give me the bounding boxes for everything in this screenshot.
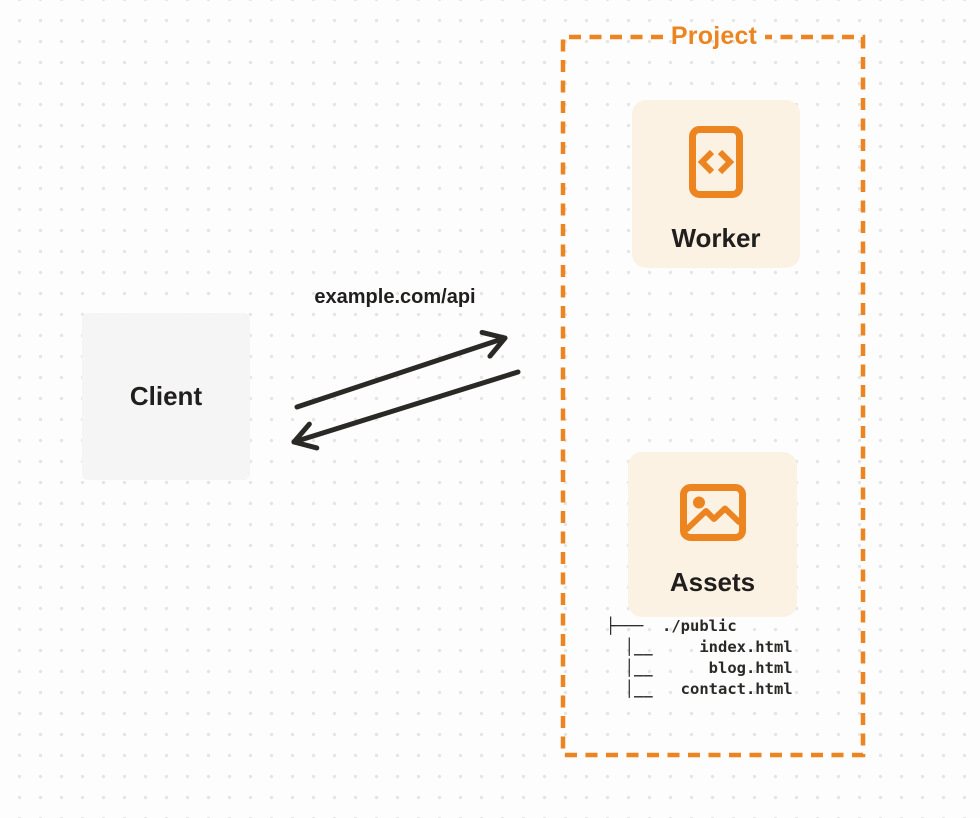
code-file-icon: [689, 126, 743, 198]
client-label: Client: [129, 381, 203, 411]
assets-label: Assets: [669, 567, 756, 597]
worker-box: Worker: [632, 100, 800, 268]
assets-box: Assets: [628, 452, 797, 617]
project-label: Project: [670, 22, 758, 50]
worker-label: Worker: [671, 223, 761, 253]
request-url-label: example.com/api: [314, 286, 476, 308]
response-arrow: [291, 369, 521, 451]
request-arrow: [294, 329, 508, 410]
file-tree: ├─── ./public │__ index.html │__ blog.ht…: [606, 617, 793, 698]
client-box: Client: [82, 313, 250, 480]
image-icon: [679, 484, 746, 541]
